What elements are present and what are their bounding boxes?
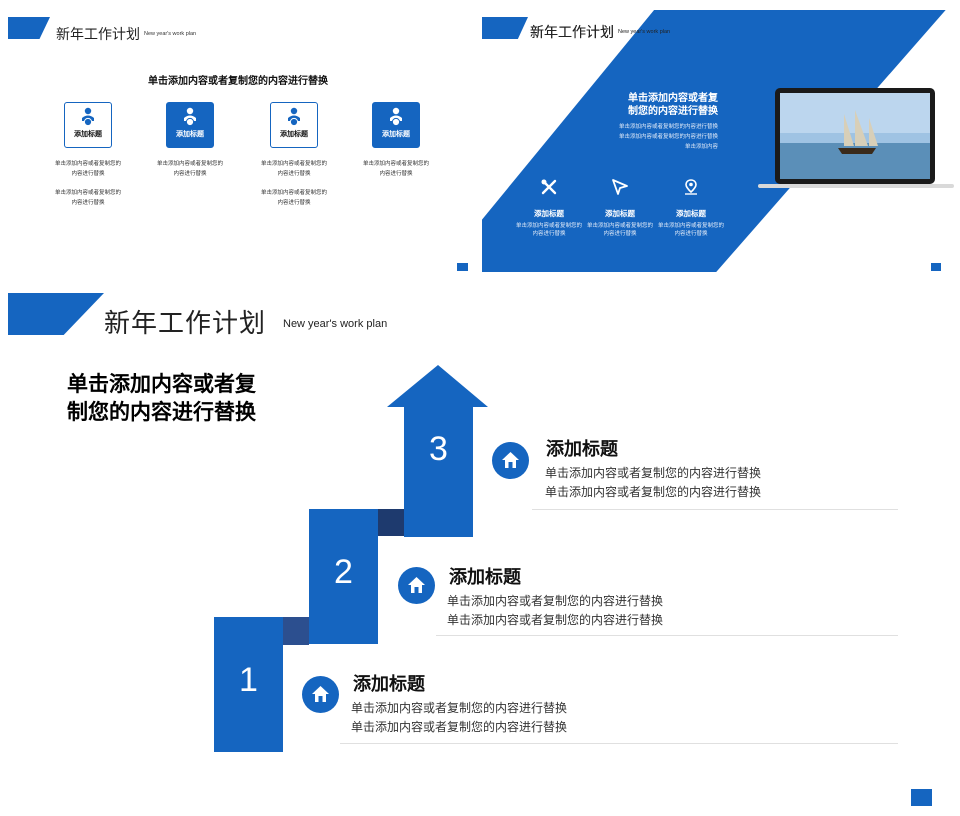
step-number-3: 3 [429, 430, 448, 468]
card-3-text-2: 单击添加内容或者复制您的内容进行替换 [260, 190, 327, 206]
step-desc-2a: 单击添加内容或者复制您的内容进行替换 [447, 594, 664, 608]
slide-subtitle: New year's work plan [283, 318, 388, 330]
step-desc-1b: 单击添加内容或者复制您的内容进行替换 [351, 720, 568, 734]
card-1[interactable]: 添加标题 [64, 102, 112, 148]
slide-title: 新年工作计划 [104, 308, 267, 338]
slide-thumbnail-1[interactable]: 新年工作计划 New year's work plan 单击添加内容或者复制您的… [0, 0, 476, 272]
home-circle-2[interactable] [398, 567, 435, 604]
home-icon [408, 577, 425, 593]
card-4[interactable]: 添加标题 [372, 102, 420, 148]
slide-heading: 单击添加内容或者复制您的内容进行替换 [148, 76, 328, 87]
slide-heading: 单击添加内容或者复制您的内容进行替换 [628, 93, 718, 117]
step-column-2[interactable]: 2 [309, 509, 378, 644]
title-tab-shape [482, 17, 528, 39]
location-pin-icon [685, 179, 697, 195]
divider [436, 635, 898, 636]
send-icon [612, 179, 628, 195]
card-label: 添加标题 [280, 131, 308, 138]
step-desc-1a: 单击添加内容或者复制您的内容进行替换 [351, 701, 568, 715]
tools-icon [541, 179, 557, 195]
person-money-icon [82, 107, 94, 127]
step-desc-3a: 单击添加内容或者复制您的内容进行替换 [545, 466, 762, 480]
card-2-text: 单击添加内容或者复制您的内容进行替换 [156, 161, 223, 177]
card-3[interactable]: 添加标题 [270, 102, 318, 148]
step-desc-2b: 单击添加内容或者复制您的内容进行替换 [447, 613, 664, 627]
card-label: 添加标题 [74, 131, 102, 138]
card-3-text: 单击添加内容或者复制您的内容进行替换 [260, 161, 327, 177]
step-title-3: 添加标题 [546, 439, 618, 459]
person-money-icon [184, 107, 196, 127]
card-label: 添加标题 [176, 131, 204, 138]
home-circle-3[interactable] [492, 442, 529, 479]
home-icon [312, 686, 329, 702]
slide-body-text: 单击添加内容或者复制您的内容进行替换单击添加内容或者复制您的内容进行替换单击添加… [618, 124, 718, 150]
card-1-text: 单击添加内容或者复制您的内容进行替换 [54, 161, 121, 177]
step-title-2: 添加标题 [449, 567, 521, 587]
feature-item-1[interactable]: 添加标题 单击添加内容或者复制您的 内容进行替换 [514, 178, 584, 238]
step-shadow [283, 617, 309, 645]
card-1-text-2: 单击添加内容或者复制您的内容进行替换 [54, 190, 121, 206]
corner-square [931, 263, 941, 271]
step-title-1: 添加标题 [353, 674, 425, 694]
corner-square [457, 263, 468, 271]
card-4-text: 单击添加内容或者复制您的内容进行替换 [362, 161, 429, 177]
corner-square [482, 262, 486, 270]
card-2[interactable]: 添加标题 [166, 102, 214, 148]
title-tab-shape [8, 17, 50, 39]
slide-thumbnail-2[interactable]: 新年工作计划 New year's work plan 单击添加内容或者复制您的… [482, 0, 960, 272]
divider [532, 509, 898, 510]
slide-subtitle: New year's work plan [144, 31, 197, 37]
slide-heading: 单击添加内容或者复制您的内容进行替换 [67, 373, 256, 424]
step-column-1[interactable]: 1 [214, 617, 283, 752]
arrow-up-shape [387, 365, 488, 537]
feature-item-2[interactable]: 添加标题 单击添加内容或者复制您的 内容进行替换 [585, 178, 655, 238]
card-label: 添加标题 [382, 131, 410, 138]
person-money-icon [390, 107, 402, 127]
title-tab-shape [8, 293, 104, 335]
slide-subtitle: New year's work plan [618, 29, 671, 35]
feature-item-3[interactable]: 添加标题 单击添加内容或者复制您的 内容进行替换 [656, 178, 726, 238]
laptop-image [758, 88, 954, 188]
home-circle-1[interactable] [302, 676, 339, 713]
slide-title: 新年工作计划 [56, 26, 140, 42]
slide-title: 新年工作计划 [530, 24, 614, 40]
person-money-icon [288, 107, 300, 127]
slide-main[interactable]: 新年工作计划 New year's work plan 单击添加内容或者复制您的… [0, 280, 960, 816]
corner-square [911, 789, 932, 806]
home-icon [502, 452, 519, 468]
step-desc-3b: 单击添加内容或者复制您的内容进行替换 [545, 485, 762, 499]
step-shadow [378, 509, 404, 536]
divider [340, 743, 898, 744]
